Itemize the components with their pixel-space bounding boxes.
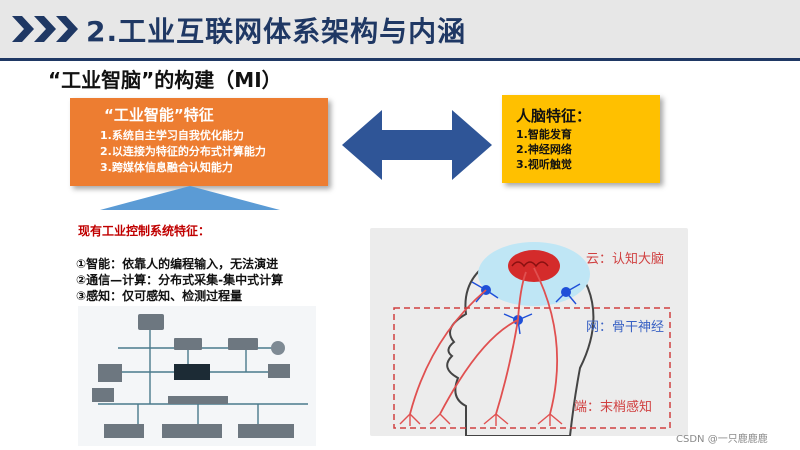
list-item: ②通信—计算：分布式采集-集中式计算 <box>76 273 284 287</box>
industrial-ai-box: “工业智能”特征 1.系统自主学习自我优化能力 2.以连接为特征的分布式计算能力… <box>70 98 328 186</box>
network-label: 网：骨干神经 <box>586 320 665 335</box>
control-network-diagram <box>78 306 316 446</box>
pointer-triangle <box>100 186 280 210</box>
slide-header: 2.工业互联网体系架构与内涵 <box>0 0 800 58</box>
list-item: 1.系统自主学习自我优化能力 <box>100 129 244 142</box>
list-item: 2.神经网络 <box>516 143 572 156</box>
chevrons-right-icon <box>12 16 78 42</box>
existing-system-list: ①智能：依靠人的编程输入，无法演进 ②通信—计算：分布式采集-集中式计算 ③感知… <box>76 256 283 304</box>
cloud-label: 云：认知大脑 <box>586 252 665 267</box>
watermark-text: CSDN @一只鹿鹿鹿 <box>676 434 768 445</box>
section-title: “工业智脑”的构建（MI） <box>48 68 282 92</box>
header-divider <box>0 58 800 61</box>
list-item: 3.跨媒体信息融合认知能力 <box>100 161 233 174</box>
list-item: ③感知：仅可感知、检测过程量 <box>76 289 243 303</box>
industrial-ai-title: “工业智能”特征 <box>104 106 214 124</box>
list-item: ①智能：依靠人的编程输入，无法演进 <box>76 257 279 271</box>
brain-head-figure: 云：认知大脑 网：骨干神经 端：末梢感知 <box>370 228 688 436</box>
human-brain-list: 1.智能发育 2.神经网络 3.视听触觉 <box>516 127 572 172</box>
industrial-ai-list: 1.系统自主学习自我优化能力 2.以连接为特征的分布式计算能力 3.跨媒体信息融… <box>100 128 266 176</box>
existing-system-title: 现有工业控制系统特征： <box>78 224 211 238</box>
head-illustration <box>393 242 671 436</box>
list-item: 2.以连接为特征的分布式计算能力 <box>100 145 266 158</box>
list-item: 3.视听触觉 <box>516 158 572 171</box>
network-diagram-graphic <box>92 314 308 438</box>
human-brain-box: 人脑特征： 1.智能发育 2.神经网络 3.视听触觉 <box>502 95 660 183</box>
slide-title: 2.工业互联网体系架构与内涵 <box>86 15 467 48</box>
endpoint-label: 端：末梢感知 <box>574 400 653 415</box>
double-arrow-icon <box>342 110 492 180</box>
list-item: 1.智能发育 <box>516 128 572 141</box>
human-brain-title: 人脑特征： <box>516 107 592 125</box>
